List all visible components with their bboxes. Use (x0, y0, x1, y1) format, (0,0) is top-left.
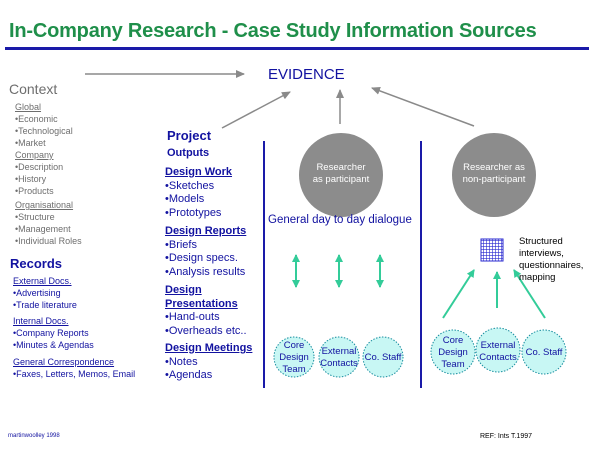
participant-node-label: Co. Staff (360, 352, 406, 364)
participant-node-co-staff (362, 336, 404, 378)
node-label-line: Design (438, 347, 468, 358)
node-label-line: Core (442, 335, 464, 346)
context-company-item: •History (15, 174, 47, 184)
context-organisational-item: •Structure (15, 212, 55, 222)
researcher-participant-label: Researcher as participant (301, 162, 381, 186)
records-internal-heading: Internal Docs. (13, 316, 69, 326)
records-internal-item: •Company Reports (13, 328, 89, 338)
node-label-line: Design (279, 352, 309, 363)
design-meetings-item: •Notes (165, 355, 198, 368)
structured-methods-line: interviews, (519, 248, 564, 259)
node-label-line: External (321, 346, 357, 357)
records-correspondence-item: •Faxes, Letters, Memos, Email (13, 369, 136, 379)
design-work-heading: Design Work (165, 166, 233, 178)
structured-methods-grid (480, 238, 504, 262)
structured-methods-label: Structured interviews, questionnaires, m… (519, 236, 583, 284)
title-divider (5, 47, 589, 50)
author-credit: martinwoolley 1998 (8, 433, 60, 439)
evidence-label: EVIDENCE (268, 66, 345, 83)
participant-node-label: External Contacts (316, 346, 362, 370)
project-outputs-list: Design Work •Sketches •Models •Prototype… (165, 166, 252, 383)
design-work-item: •Models (165, 193, 205, 205)
structured-methods-line: mapping (519, 272, 556, 283)
records-correspondence-heading: General Correspondence (13, 357, 115, 367)
node-label-line: Co. Staff (525, 347, 563, 358)
design-presentations-heading-1: Design (165, 284, 202, 296)
design-work-item: •Prototypes (165, 206, 222, 219)
records-external-heading: External Docs. (13, 276, 72, 286)
design-presentations-item: •Hand-outs (165, 311, 220, 323)
researcher-participant-line: Researcher (316, 162, 366, 173)
project-heading: Project (167, 128, 212, 143)
researcher-nonparticipant-circle (452, 133, 536, 217)
nonparticipant-node-label: Co. Staff (520, 347, 568, 359)
context-company-item: •Products (15, 186, 54, 196)
records-external-item: •Advertising (13, 288, 61, 298)
context-organisational-item: •Management (15, 224, 71, 234)
context-global-item: •Market (15, 138, 46, 148)
structured-arrow-left (442, 269, 475, 319)
context-organisational-item: •Individual Roles (15, 236, 82, 246)
researcher-nonparticipant-line: Researcher as (463, 162, 525, 173)
structured-methods-line: questionnaires, (519, 260, 584, 271)
context-heading: Context (9, 81, 58, 97)
structured-methods-line: Structured (519, 236, 563, 247)
researcher-participant-circle (299, 133, 383, 217)
researcher-nonparticipant-line: non-participant (462, 174, 526, 185)
nonparticipant-node-label: External Contacts (474, 340, 522, 364)
nonparticipant-node-label: Core Design Team (431, 335, 475, 371)
page-title: In-Company Research - Case Study Informa… (9, 20, 537, 42)
records-list: External Docs. •Advertising •Trade liter… (13, 275, 135, 380)
dialogue-label: General day to day dialogue (268, 214, 412, 226)
participant-node-label: Core Design Team (274, 340, 314, 376)
nonparticipant-to-evidence-arrow (371, 87, 475, 127)
records-heading: Records (10, 256, 63, 271)
design-meetings-heading: Design Meetings (165, 342, 253, 354)
outputs-heading: Outputs (167, 147, 210, 159)
nonparticipant-node-core-design-team (430, 329, 476, 375)
node-label-line: Contacts (320, 358, 358, 369)
design-presentations-item: •Overheads etc.. (165, 324, 247, 337)
design-reports-heading: Design Reports (165, 225, 247, 237)
participant-node-external-contacts (318, 336, 360, 378)
reference-note: REF: Ints T.1997 (480, 433, 533, 440)
records-internal-item: •Minutes & Agendas (13, 340, 94, 350)
context-global-item: •Economic (15, 114, 58, 124)
node-label-line: Contacts (479, 352, 517, 363)
records-external-item: •Trade literature (13, 300, 77, 310)
node-label-line: Core (283, 340, 305, 351)
participant-node-core-design-team (273, 336, 315, 378)
context-list: Global •Economic •Technological •Market … (15, 101, 82, 247)
context-company-item: •Description (15, 162, 64, 172)
design-presentations-heading-2: Presentations (165, 297, 238, 310)
researcher-participant-line: as participant (312, 174, 370, 185)
design-reports-item: •Design specs. (165, 252, 238, 264)
design-work-item: •Sketches (165, 179, 215, 192)
node-label-line: External (480, 340, 516, 351)
nonparticipant-node-external-contacts (475, 327, 521, 373)
design-reports-item: •Briefs (165, 238, 197, 251)
context-global-item: •Technological (15, 126, 73, 136)
node-label-line: Team (441, 359, 465, 370)
node-label-line: Co. Staff (364, 352, 402, 363)
structured-arrow-right (513, 269, 546, 319)
nonparticipant-node-co-staff (521, 329, 567, 375)
context-global-heading: Global (15, 102, 42, 112)
design-reports-item: •Analysis results (165, 265, 246, 278)
researcher-nonparticipant-label: Researcher as non-participant (454, 162, 534, 186)
project-to-evidence-arrow (221, 91, 291, 129)
design-meetings-item: •Agendas (165, 369, 213, 381)
node-label-line: Team (282, 364, 306, 375)
context-company-heading: Company (15, 150, 54, 160)
context-organisational-heading: Organisational (15, 200, 74, 210)
